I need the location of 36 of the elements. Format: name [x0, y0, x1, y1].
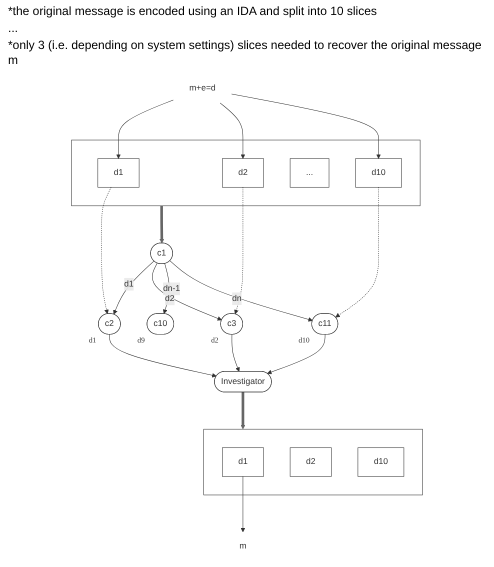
arrow: [240, 476, 246, 532]
arrow: [234, 186, 244, 314]
arrow: [267, 334, 326, 374]
node-box: d1: [222, 447, 264, 477]
edge-label: dn-1: [163, 284, 180, 294]
node-box: d10: [355, 158, 402, 188]
note-text: ...: [8, 21, 20, 36]
node-box: d2: [290, 447, 332, 477]
arrow: [232, 334, 240, 372]
arrow: [240, 392, 246, 430]
edge-label: d2: [165, 294, 174, 304]
arrow: [101, 186, 112, 314]
arrow: [335, 186, 379, 318]
slice-label: d9: [137, 336, 145, 345]
node-text: m: [239, 542, 246, 551]
arrow: [159, 206, 164, 244]
arrow: [220, 102, 246, 159]
arrow: [113, 260, 154, 315]
cluster: [203, 428, 423, 496]
slice-label: d10: [298, 336, 310, 345]
node-box: ...: [290, 158, 330, 188]
note-text: *only 3 (i.e. depending on system settings) slices needed to recover the original message m: [8, 38, 483, 68]
node-text: m+e=d: [189, 84, 216, 93]
arrow: [231, 94, 381, 159]
slice-label: d1: [88, 336, 96, 345]
note-text: *the original message is encoded using an IDA and split into 10 slices: [8, 4, 378, 19]
arrow: [109, 334, 217, 378]
edge-label: dn: [232, 294, 242, 304]
edge-label: d1: [124, 279, 134, 288]
node-box: d10: [358, 447, 404, 477]
node-box: d2: [222, 158, 264, 188]
arrow: [116, 100, 174, 159]
node-box: d1: [98, 158, 140, 188]
cluster: [71, 140, 420, 206]
slice-label: d2: [211, 336, 219, 345]
arrow: [170, 260, 313, 322]
